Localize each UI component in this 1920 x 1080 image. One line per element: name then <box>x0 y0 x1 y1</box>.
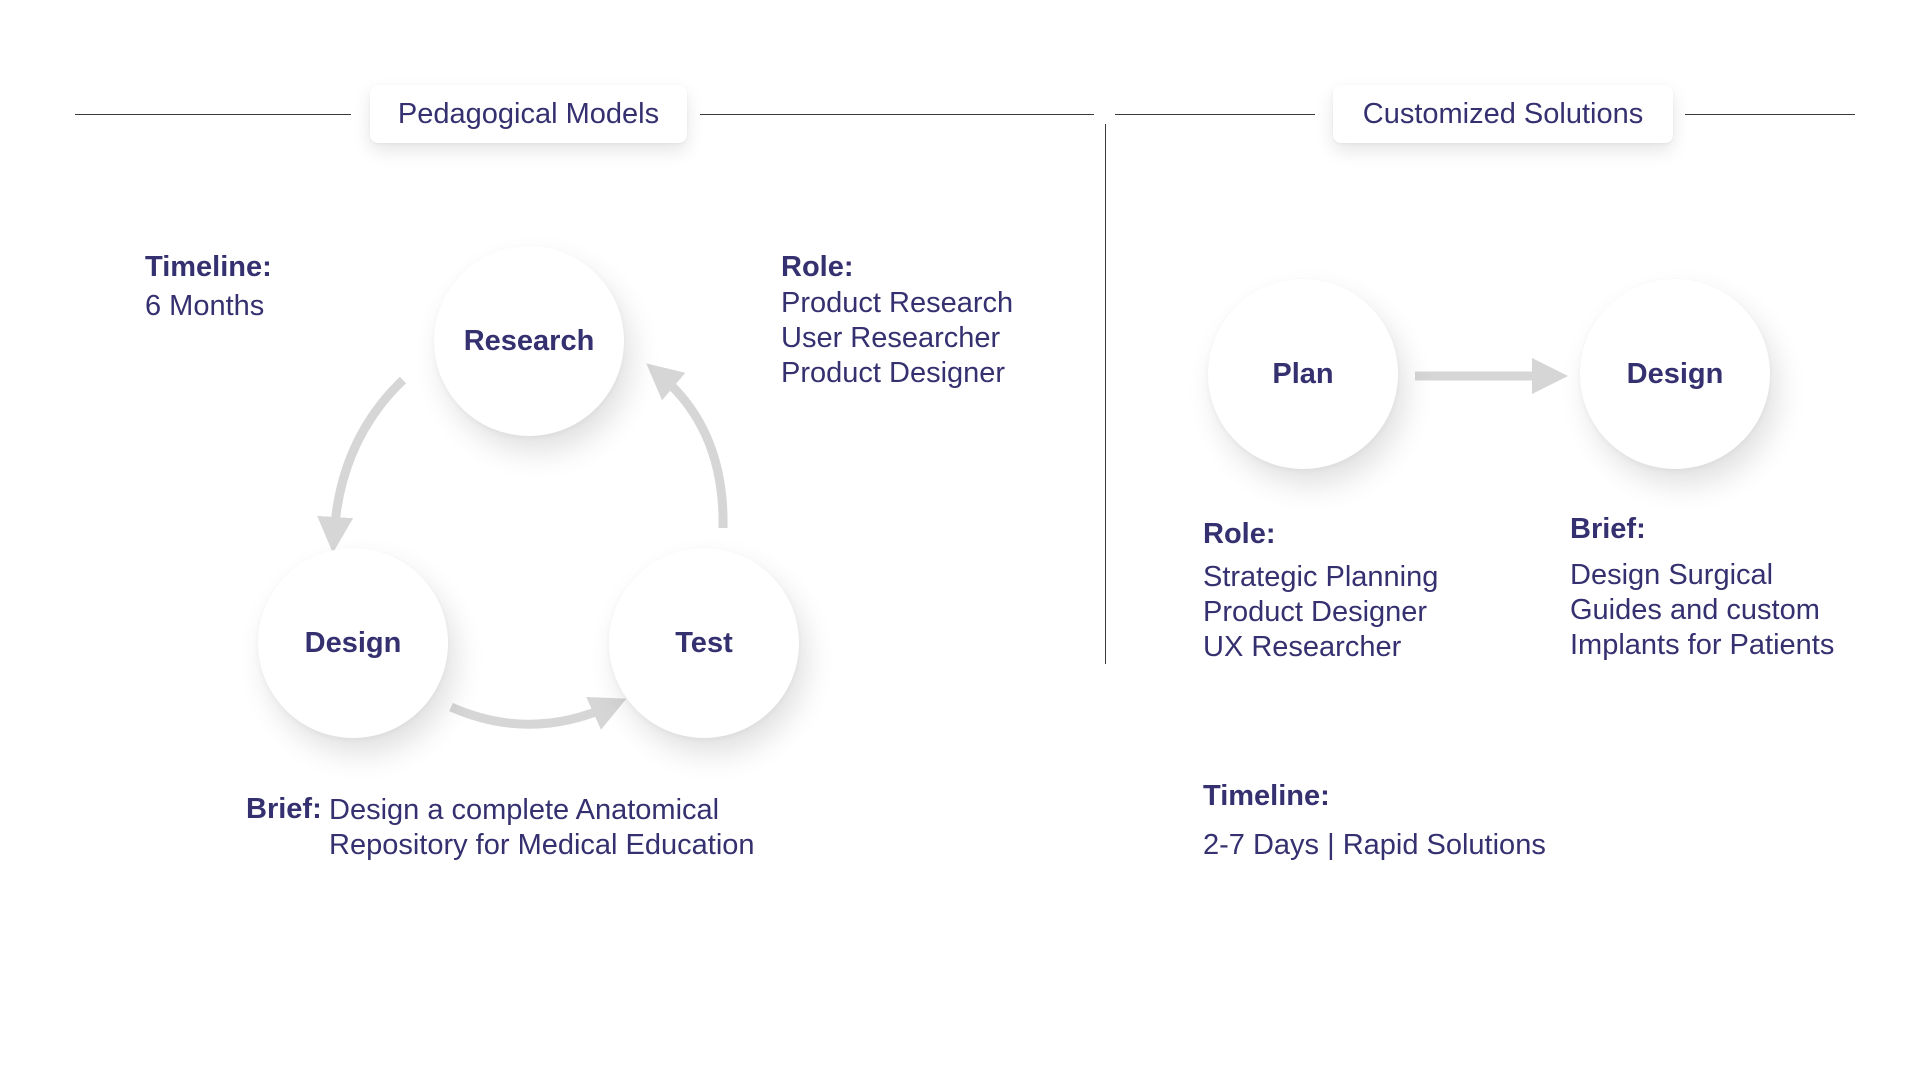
right-brief-label: Brief: <box>1570 513 1646 545</box>
arrow-design-to-test <box>449 696 627 730</box>
right-header-rule-left <box>1115 114 1315 115</box>
left-brief-label: Brief: <box>246 793 322 825</box>
right-brief-line: Design Surgical <box>1570 559 1774 591</box>
node-plan: Plan <box>1208 279 1398 469</box>
customized-solutions-title: Customized Solutions <box>1333 85 1673 143</box>
left-role-line: Product Research <box>781 287 1014 319</box>
left-timeline-value: 6 Months <box>145 290 265 322</box>
left-header-rule-right <box>700 114 1094 115</box>
pedagogical-models-title: Pedagogical Models <box>370 85 687 143</box>
right-brief-line: Implants for Patients <box>1570 629 1835 661</box>
section-divider <box>1105 124 1106 664</box>
right-role-line: UX Researcher <box>1203 631 1402 663</box>
node-test: Test <box>609 548 799 738</box>
left-brief-line: Design a complete Anatomical <box>329 794 720 826</box>
right-timeline-value: 2-7 Days | Rapid Solutions <box>1203 829 1546 861</box>
right-role-line: Strategic Planning <box>1203 561 1439 593</box>
left-brief-line: Repository for Medical Education <box>329 829 755 861</box>
right-role-label: Role: <box>1203 518 1276 550</box>
left-header-rule-left <box>75 114 351 115</box>
right-role-line: Product Designer <box>1203 596 1428 628</box>
node-design-right: Design <box>1580 279 1770 469</box>
left-role-label: Role: <box>781 251 854 283</box>
right-timeline-label: Timeline: <box>1203 780 1330 812</box>
node-design: Design <box>258 548 448 738</box>
arrow-test-to-research <box>646 363 728 529</box>
left-role-line: User Researcher <box>781 322 1001 354</box>
arrow-research-to-design <box>317 376 407 553</box>
node-research: Research <box>434 246 624 436</box>
left-timeline-label: Timeline: <box>145 251 272 283</box>
left-role-line: Product Designer <box>781 357 1006 389</box>
right-header-rule-right <box>1685 114 1855 115</box>
right-brief-line: Guides and custom <box>1570 594 1820 626</box>
